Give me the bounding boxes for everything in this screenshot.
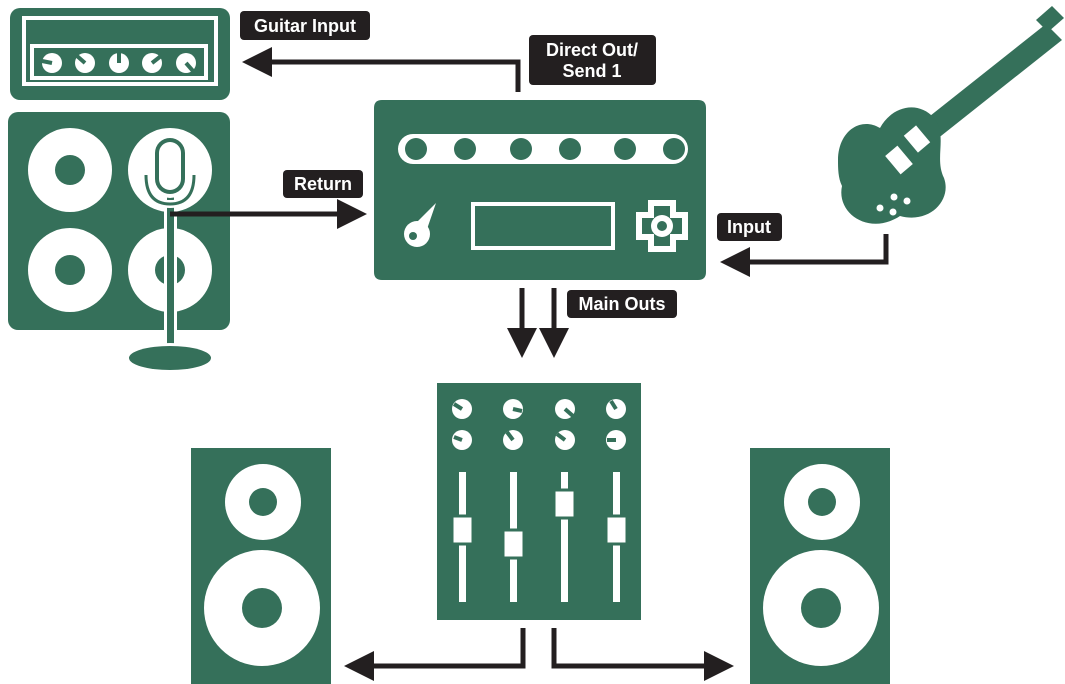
input-label: Input: [717, 213, 782, 241]
studio-monitor-icon: [750, 448, 890, 684]
main-outs-label-text: Main Outs: [578, 294, 665, 314]
amp-knob-icon: [176, 53, 196, 73]
studio-monitor-icon: [191, 448, 331, 684]
amp-knob-icon: [109, 53, 129, 73]
amp-head-icon: [10, 8, 230, 100]
left-monitor-arrow: [358, 628, 523, 666]
footswitch-bar: [398, 134, 688, 164]
mixer-icon: [437, 383, 641, 620]
right-monitor-arrow: [554, 628, 720, 666]
speaker-cabinet-icon: [8, 112, 230, 330]
cabinet-speaker-icon: [28, 228, 112, 312]
return-label: Return: [283, 170, 363, 198]
direct-out-label-line2: Send 1: [562, 61, 621, 81]
cabinet-speaker-icon: [28, 128, 112, 212]
amp-knob-icon: [75, 53, 95, 73]
direct-out-label-line1: Direct Out/: [546, 40, 638, 60]
direct-out-label: Direct Out/ Send 1: [529, 35, 656, 85]
main-outs-label: Main Outs: [567, 290, 677, 318]
amp-knob-icon: [142, 53, 162, 73]
return-label-text: Return: [294, 174, 352, 194]
input-label-text: Input: [727, 217, 771, 237]
display-screen: [471, 202, 615, 250]
guitar-input-label-text: Guitar Input: [254, 16, 356, 36]
guitar-input-label: Guitar Input: [240, 11, 370, 40]
electric-guitar-icon: [838, 6, 1064, 224]
amp-knob-icon: [42, 53, 62, 73]
direct-out-arrow: [256, 62, 518, 92]
effects-processor-icon: [374, 100, 706, 280]
